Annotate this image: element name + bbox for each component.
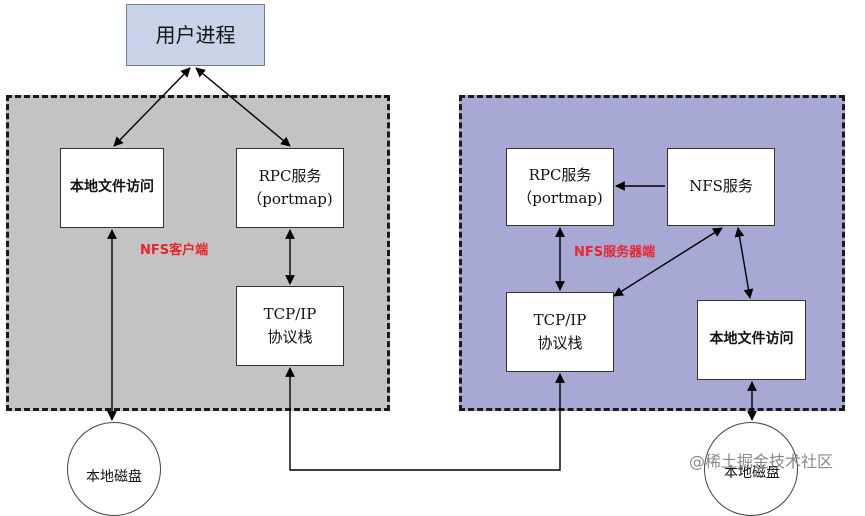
nfs-client-label: NFS客户端 [140, 243, 209, 258]
server-rpc-service-box: RPC服务 （portmap) [506, 148, 614, 226]
client-local-file-access-box: 本地文件访问 [60, 148, 164, 228]
arrow-nfs-to-server-local-access [734, 227, 754, 299]
nfs-server-label: NFS服务器端 [574, 245, 656, 260]
server-nfs-service-box: NFS服务 [667, 148, 775, 226]
server-local-file-access-label: 本地文件访问 [709, 331, 794, 348]
client-tcp-stack-box: TCP/IP 协议栈 [236, 286, 344, 366]
client-tcp-stack-line1: TCP/IP [263, 304, 317, 323]
server-tcp-stack-line1: TCP/IP [533, 310, 587, 329]
client-rpc-service-box: RPC服务 （portmap) [236, 148, 344, 228]
server-nfs-service-label: NFS服务 [689, 177, 753, 196]
client-local-disk-label: 本地磁盘 [86, 469, 142, 485]
client-local-file-access-label: 本地文件访问 [70, 179, 154, 196]
connector-arrows [107, 67, 757, 471]
client-rpc-service-line2: （portmap) [247, 190, 333, 208]
server-rpc-service-line1: RPC服务 [528, 165, 592, 184]
client-tcp-stack-line2: 协议栈 [267, 328, 313, 346]
server-local-file-access-box: 本地文件访问 [697, 300, 806, 380]
arrow-user-to-client-rpc [195, 67, 291, 147]
arrow-nfs-to-server-tcp [613, 227, 723, 297]
arrow-user-to-client-local-access [113, 67, 191, 147]
server-rpc-service-line2: （portmap) [517, 189, 603, 207]
watermark-text: @稀土掘金技术社区 [689, 452, 834, 471]
user-process-label: 用户进程 [155, 22, 236, 47]
server-tcp-stack-box: TCP/IP 协议栈 [506, 292, 614, 372]
server-local-disk-label: 本地磁盘 [724, 465, 780, 481]
arrow-client-tcp-to-server-tcp [285, 367, 565, 471]
client-rpc-service-line1: RPC服务 [258, 166, 322, 185]
server-tcp-stack-line2: 协议栈 [537, 334, 583, 352]
user-process-box: 用户进程 [126, 4, 265, 66]
